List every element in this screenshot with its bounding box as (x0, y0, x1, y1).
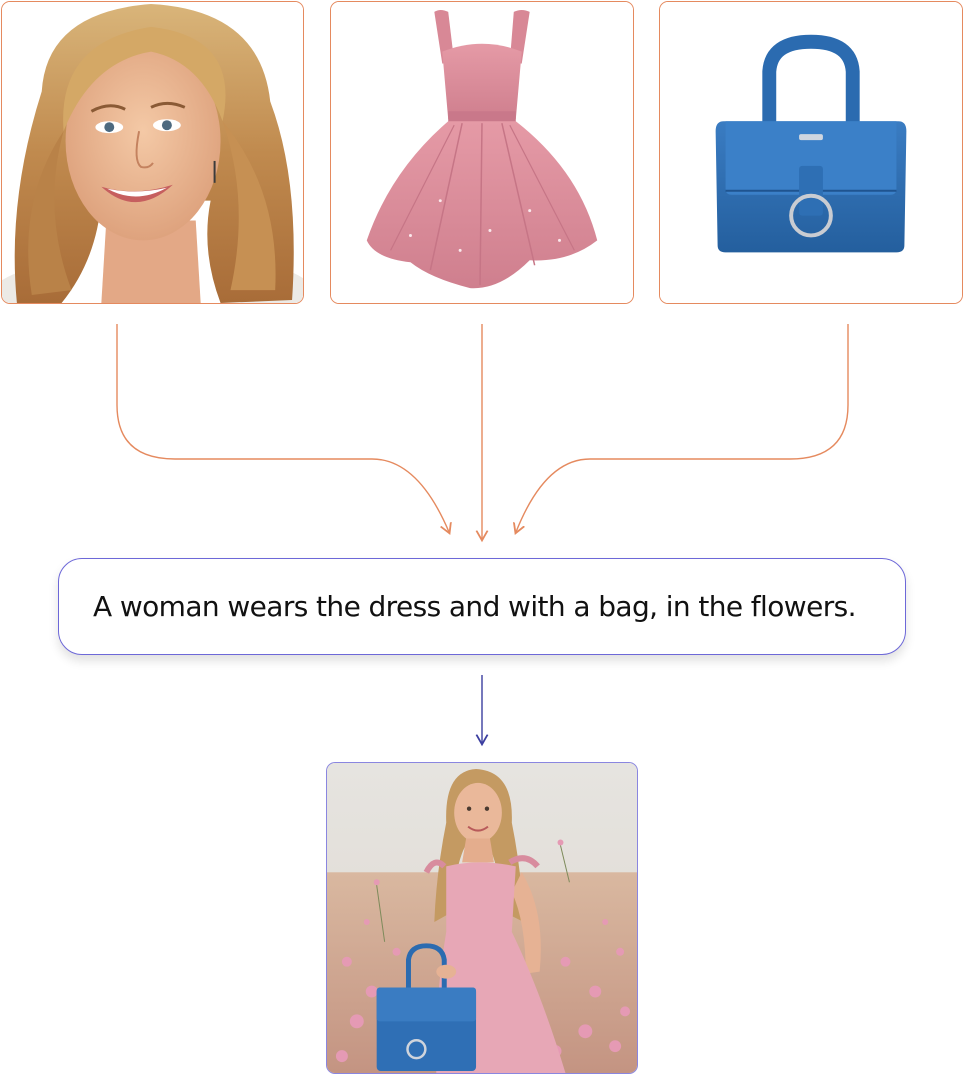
input-card-bag (659, 1, 963, 304)
pink-dress-icon (331, 2, 633, 303)
blue-handbag-icon (660, 2, 962, 303)
input-card-woman (1, 1, 304, 304)
prompt-text: A woman wears the dress and with a bag, … (93, 590, 857, 623)
connector-woman (116, 324, 449, 532)
prompt-box: A woman wears the dress and with a bag, … (58, 558, 906, 655)
woman-portrait-icon (2, 2, 303, 303)
generated-result-image (327, 763, 637, 1073)
output-card (326, 762, 638, 1074)
input-card-dress (330, 1, 634, 304)
connector-bag (516, 324, 849, 532)
